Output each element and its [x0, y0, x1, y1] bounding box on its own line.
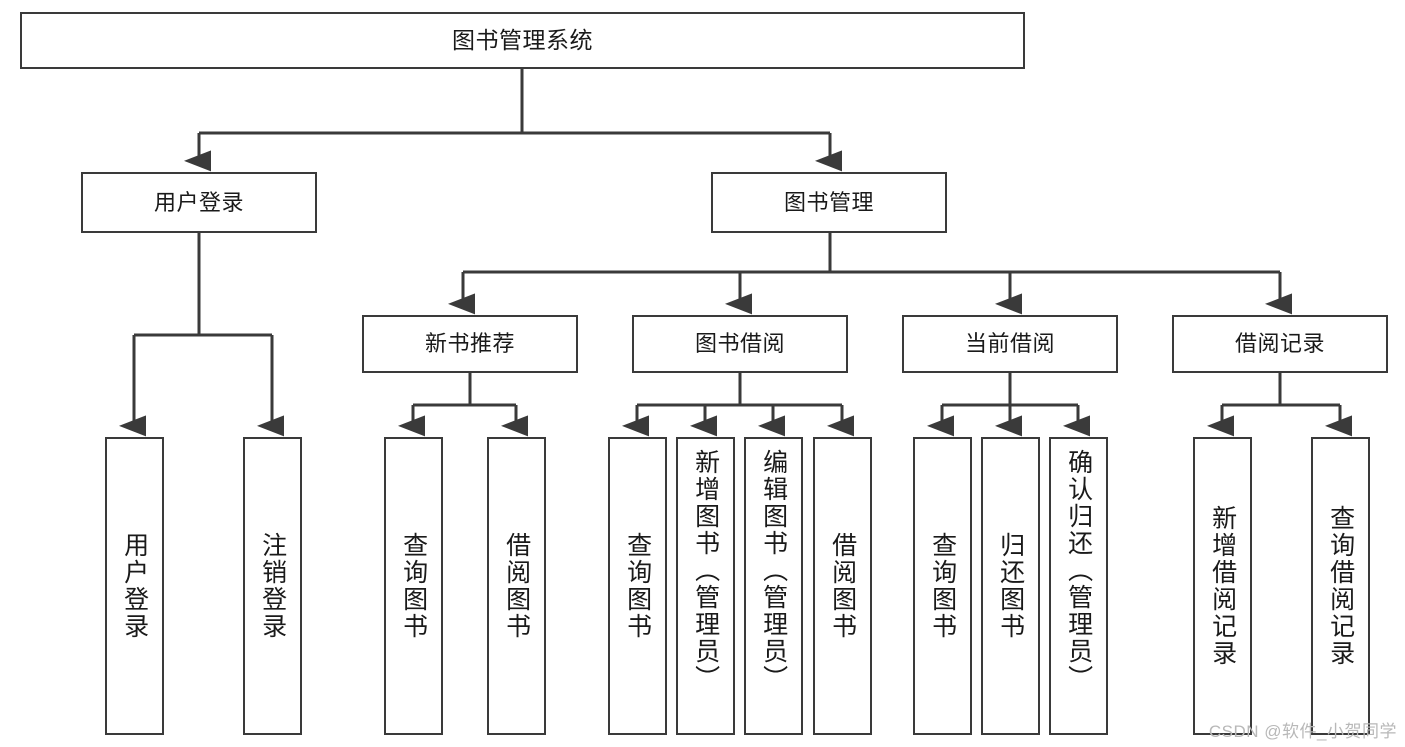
node-label: 查询图书 — [928, 532, 957, 640]
node-label: 当前借阅 — [964, 331, 1055, 357]
leaf-borrow-record-add[interactable]: 新增借阅记录 — [1193, 437, 1252, 735]
node-book-borrow[interactable]: 图书借阅 — [632, 315, 848, 373]
node-label: 编辑图书（管理员） — [759, 449, 788, 692]
node-root-system[interactable]: 图书管理系统 — [20, 12, 1025, 69]
leaf-new-book-query[interactable]: 查询图书 — [384, 437, 443, 735]
leaf-book-borrow-add[interactable]: 新增图书（管理员） — [676, 437, 735, 735]
node-borrow-record[interactable]: 借阅记录 — [1172, 315, 1388, 373]
node-label: 查询借阅记录 — [1326, 505, 1355, 667]
leaf-current-borrow-confirm-return[interactable]: 确认归还（管理员） — [1049, 437, 1108, 735]
leaf-new-book-borrow[interactable]: 借阅图书 — [487, 437, 546, 735]
leaf-current-borrow-query[interactable]: 查询图书 — [913, 437, 972, 735]
node-label: 借阅图书 — [502, 532, 531, 640]
leaf-current-borrow-return[interactable]: 归还图书 — [981, 437, 1040, 735]
leaf-book-borrow-edit[interactable]: 编辑图书（管理员） — [744, 437, 803, 735]
node-label: 图书借阅 — [694, 331, 785, 357]
node-book-management[interactable]: 图书管理 — [711, 172, 947, 233]
node-new-book-recommend[interactable]: 新书推荐 — [362, 315, 578, 373]
node-label: 图书管理系统 — [452, 26, 593, 53]
leaf-borrow-record-query[interactable]: 查询借阅记录 — [1311, 437, 1370, 735]
node-user-login[interactable]: 用户登录 — [81, 172, 317, 233]
leaf-user-login-logout[interactable]: 注销登录 — [243, 437, 302, 735]
node-label: 借阅图书 — [828, 532, 857, 640]
node-label: 用户登录 — [153, 189, 244, 215]
leaf-book-borrow-borrow[interactable]: 借阅图书 — [813, 437, 872, 735]
node-label: 新增图书（管理员） — [691, 449, 720, 692]
node-label: 新增借阅记录 — [1208, 505, 1237, 667]
leaf-book-borrow-query[interactable]: 查询图书 — [608, 437, 667, 735]
node-label: 查询图书 — [623, 532, 652, 640]
node-label: 用户登录 — [120, 532, 149, 640]
node-label: 归还图书 — [996, 532, 1025, 640]
node-label: 借阅记录 — [1234, 331, 1325, 357]
node-label: 查询图书 — [399, 532, 428, 640]
node-label: 确认归还（管理员） — [1064, 449, 1093, 692]
leaf-user-login-login[interactable]: 用户登录 — [105, 437, 164, 735]
csdn-watermark: CSDN @软件_小贺同学 — [1208, 722, 1397, 741]
node-label: 注销登录 — [258, 532, 287, 640]
node-current-borrow[interactable]: 当前借阅 — [902, 315, 1118, 373]
node-label: 新书推荐 — [424, 331, 515, 357]
node-label: 图书管理 — [783, 189, 874, 215]
